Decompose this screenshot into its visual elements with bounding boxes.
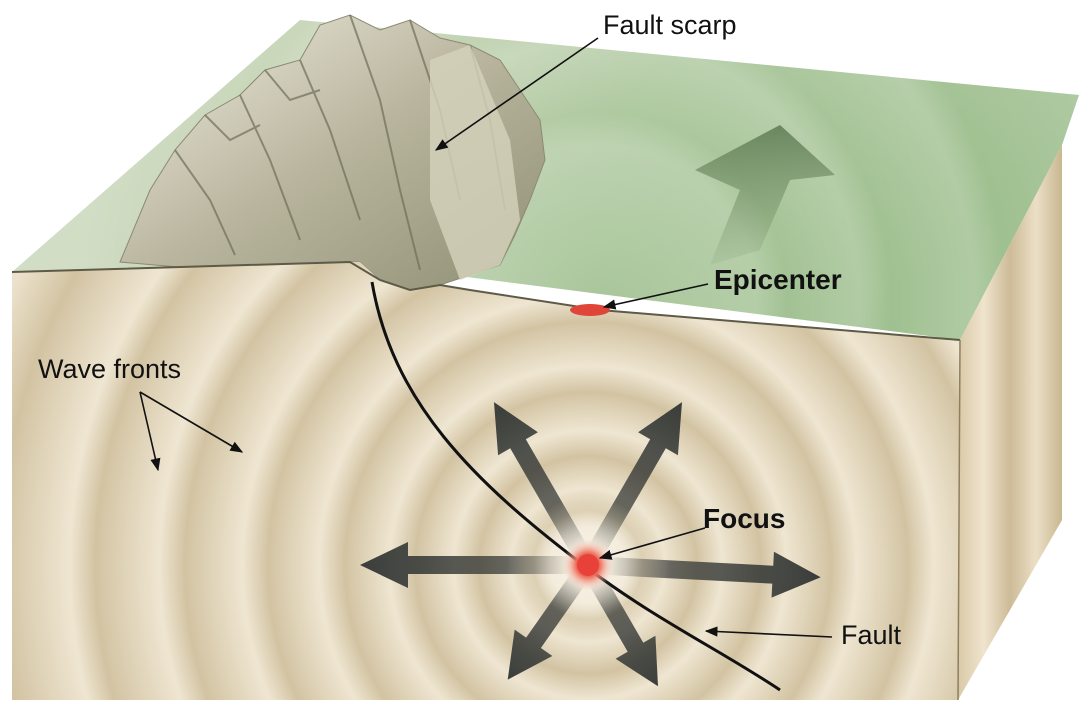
- epicenter-label: Epicenter: [714, 264, 842, 295]
- wave-arrow: [494, 402, 587, 554]
- wave-fronts-label: Wave fronts: [38, 354, 182, 384]
- fault-scarp-leader: [434, 37, 599, 151]
- wave-arrow: [589, 576, 658, 687]
- motion-arrow: [695, 125, 835, 265]
- wave-arrow: [360, 542, 570, 588]
- focus-leader: [598, 527, 706, 560]
- fault-leader: [704, 626, 833, 638]
- fault-label: Fault: [841, 620, 902, 650]
- wave-fronts-leader-1: [139, 391, 161, 472]
- fault-scarp-face: [430, 45, 520, 280]
- wave-arrows: [360, 402, 821, 687]
- epicenter-leader: [602, 283, 709, 310]
- wave-arrow: [605, 551, 821, 598]
- leader-lines: [139, 37, 833, 638]
- block-edge: [957, 339, 961, 701]
- fault-scarp-label: Fault scarp: [603, 10, 737, 40]
- wave-fronts-leader-2: [139, 391, 244, 453]
- side-face: [958, 145, 1062, 700]
- wave-arrow: [507, 574, 586, 680]
- focus-core: [577, 554, 599, 576]
- focus-label: Focus: [703, 503, 786, 534]
- epicenter-marker: [570, 304, 610, 316]
- wave-arrow: [589, 402, 682, 554]
